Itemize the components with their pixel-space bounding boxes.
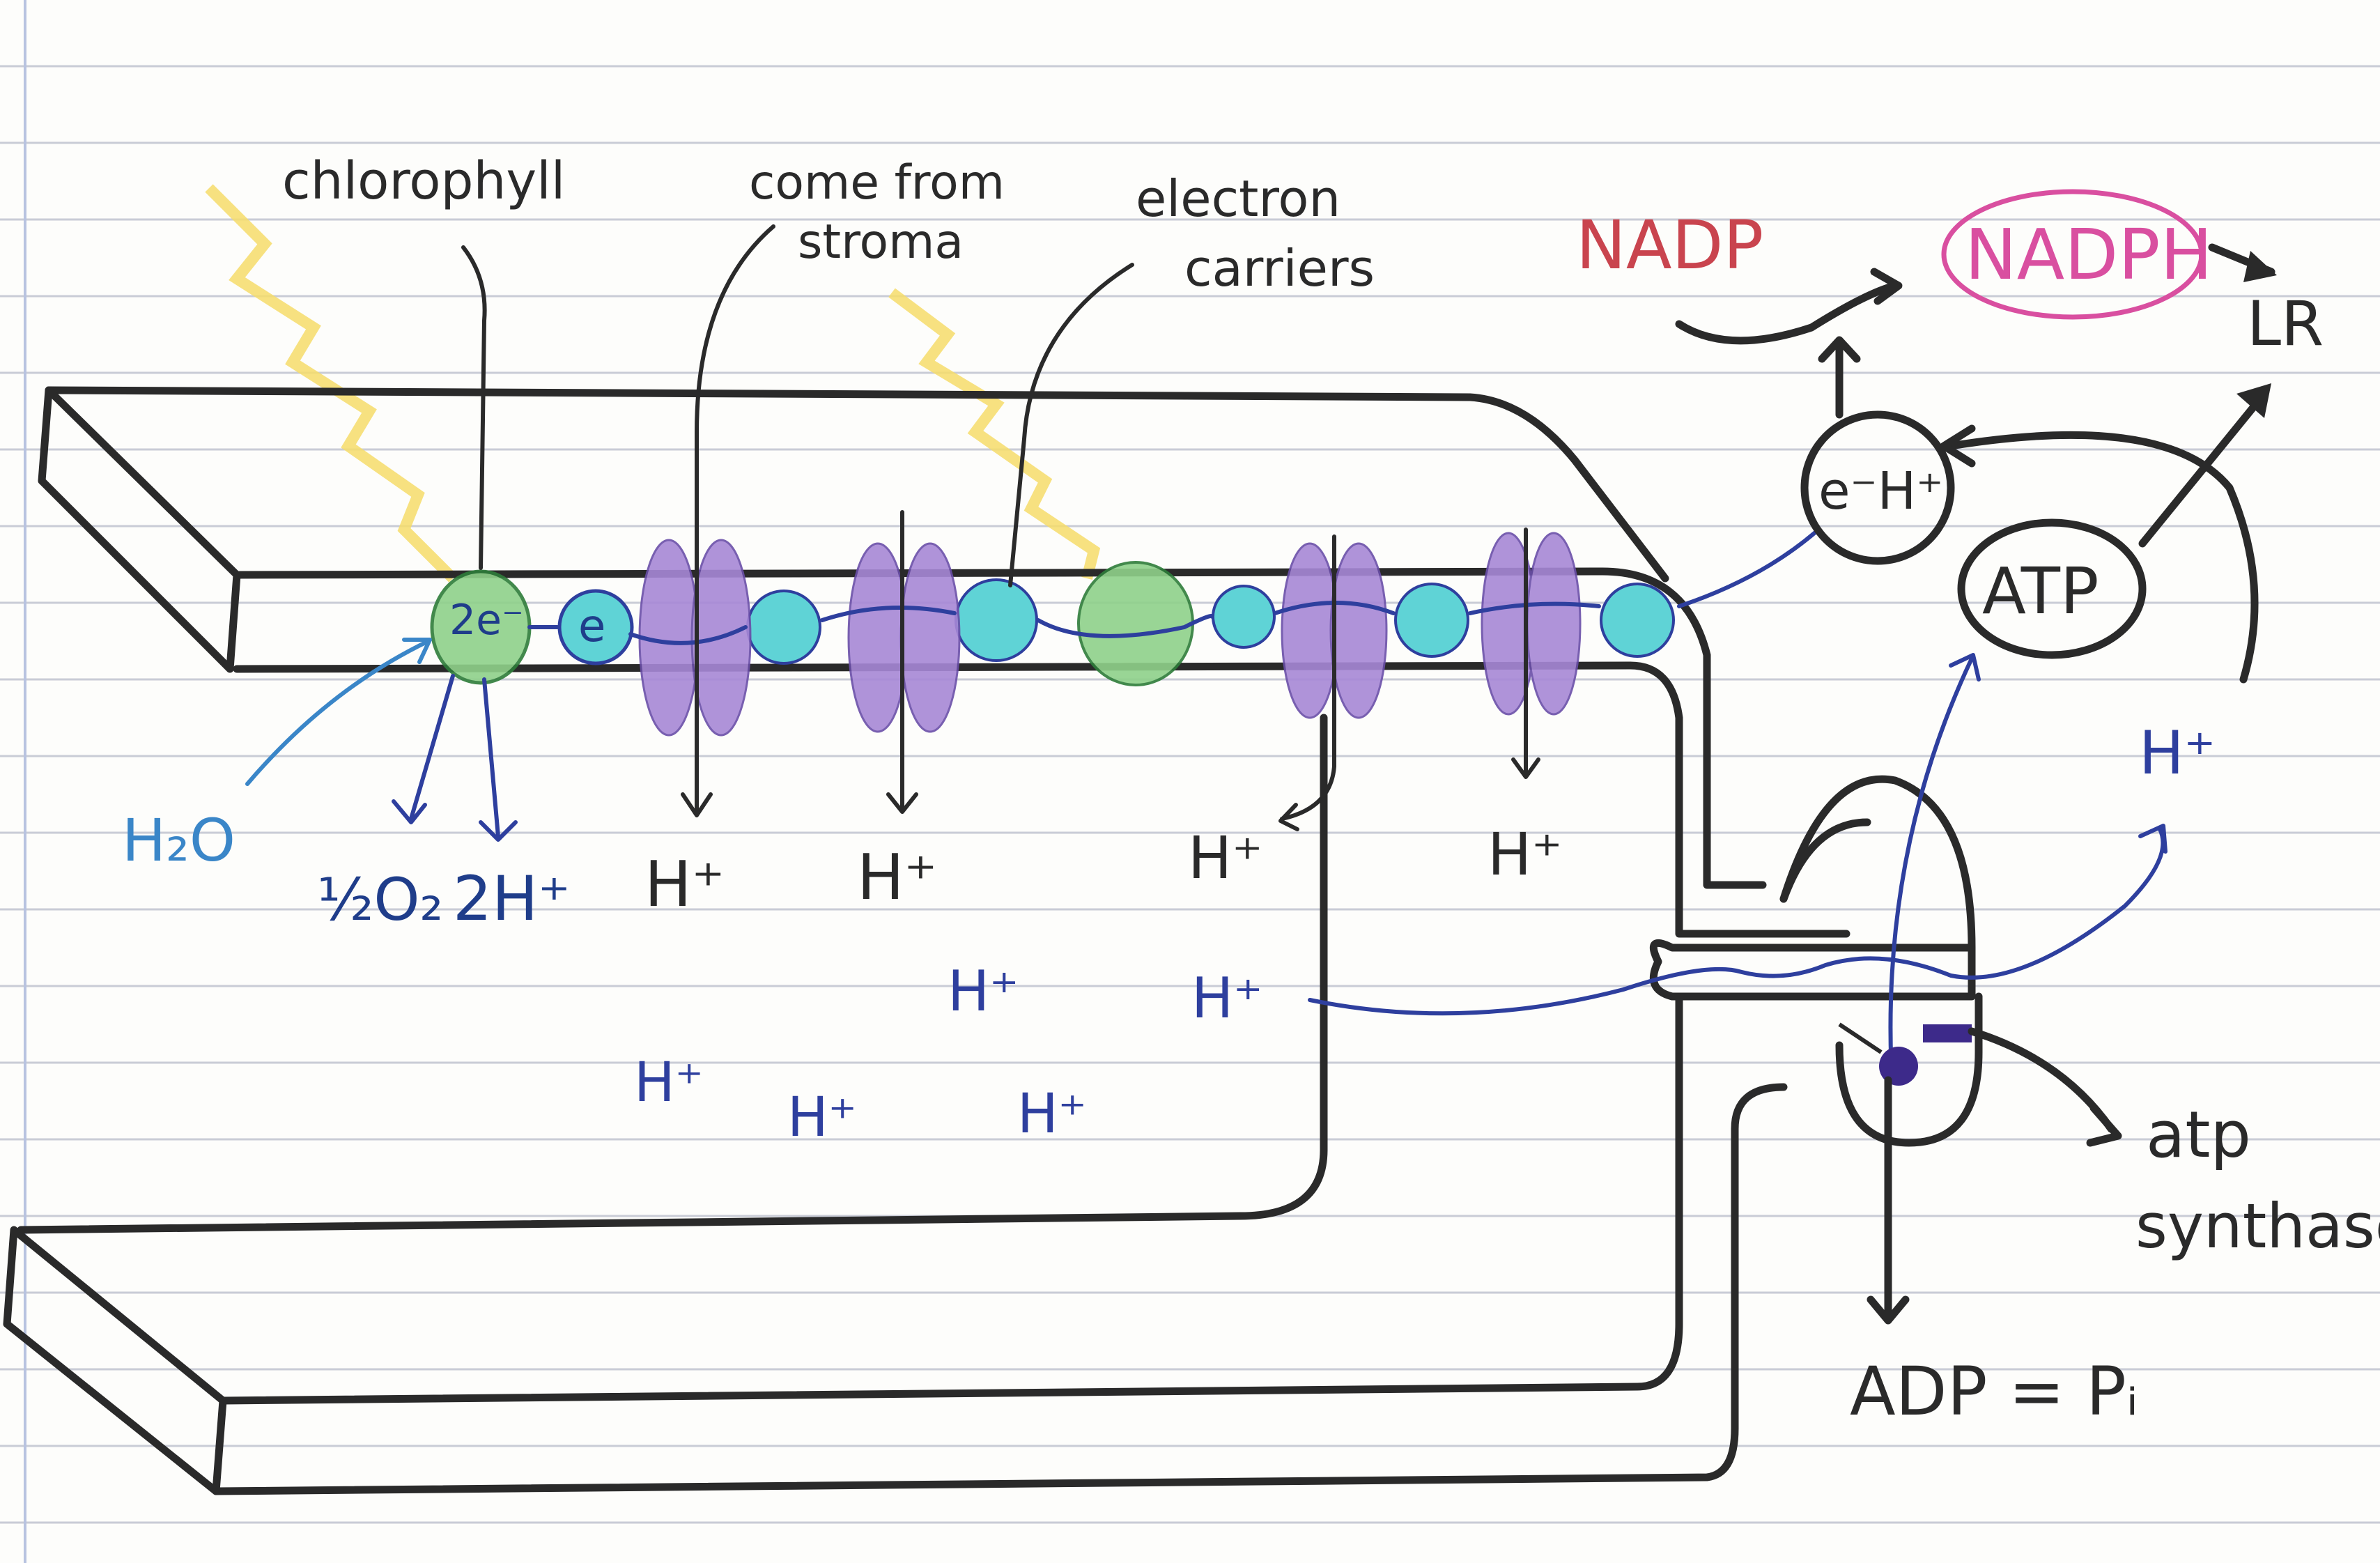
e-h-plus-label: e⁻H⁺	[1818, 461, 1943, 521]
h-plus-stroma-3: H⁺	[1188, 824, 1263, 892]
membrane-proteins	[638, 532, 1582, 737]
lr-label: LR	[2247, 288, 2324, 360]
electron-carriers	[557, 578, 1675, 665]
proton-flow-path	[1308, 827, 2165, 1016]
h-plus-lumen-4: H⁺	[787, 1086, 857, 1149]
photosystem-i	[1077, 561, 1194, 686]
h-plus-stroma-2: H⁺	[857, 841, 937, 914]
come-from-label: come from	[749, 155, 1005, 210]
nadp-reduction-site	[1800, 410, 1955, 565]
stroma-label: stroma	[798, 215, 964, 270]
water-split-arrows	[245, 638, 518, 842]
two-electron-label: 2e⁻	[449, 596, 524, 645]
water-label: H₂O	[122, 806, 235, 875]
h-plus-lumen-5: H⁺	[1017, 1083, 1087, 1146]
atp-outline	[1957, 518, 2147, 659]
carriers-label: carriers	[1184, 239, 1375, 298]
half-oxygen-label: ½O₂	[317, 865, 443, 934]
nadp-label: NADP	[1576, 206, 1763, 284]
atp-synthase-head	[1838, 1022, 1972, 1086]
two-h-plus-label: 2H⁺	[453, 863, 571, 934]
h-plus-stroma-1: H⁺	[644, 848, 725, 921]
nadph-label: NADPH	[1965, 214, 2213, 295]
h-plus-lumen-2: H⁺	[1191, 966, 1262, 1031]
h-plus-stroma-4: H⁺	[1488, 820, 1563, 888]
h-plus-right: H⁺	[2139, 718, 2216, 788]
h-plus-return-arrow	[1947, 431, 2259, 684]
adp-pi-label: ADP = Pᵢ	[1850, 1353, 2138, 1431]
h-plus-lumen-1: H⁺	[948, 959, 1019, 1024]
h-plus-lumen-3: H⁺	[634, 1052, 704, 1114]
atp-synthase-label-line2: synthase	[2135, 1190, 2380, 1262]
leader-lines	[461, 224, 1540, 831]
synthase-label-arrow	[1968, 1027, 2115, 1133]
sunlight-zigzag-icon	[205, 184, 1101, 583]
nadp-arrow	[1675, 282, 1899, 345]
atp-label: ATP	[1982, 554, 2099, 629]
electron-label: electron	[1136, 169, 1340, 228]
atp-synthase-label-line1: atp	[2146, 1098, 2251, 1172]
single-electron-label: e	[578, 601, 605, 652]
chlorophyll-label: chlorophyll	[282, 151, 565, 211]
thylakoid-membrane	[3, 386, 1983, 1495]
nadph-outline	[1941, 189, 2204, 320]
synthase-to-atp-arrow	[1888, 656, 1974, 1075]
